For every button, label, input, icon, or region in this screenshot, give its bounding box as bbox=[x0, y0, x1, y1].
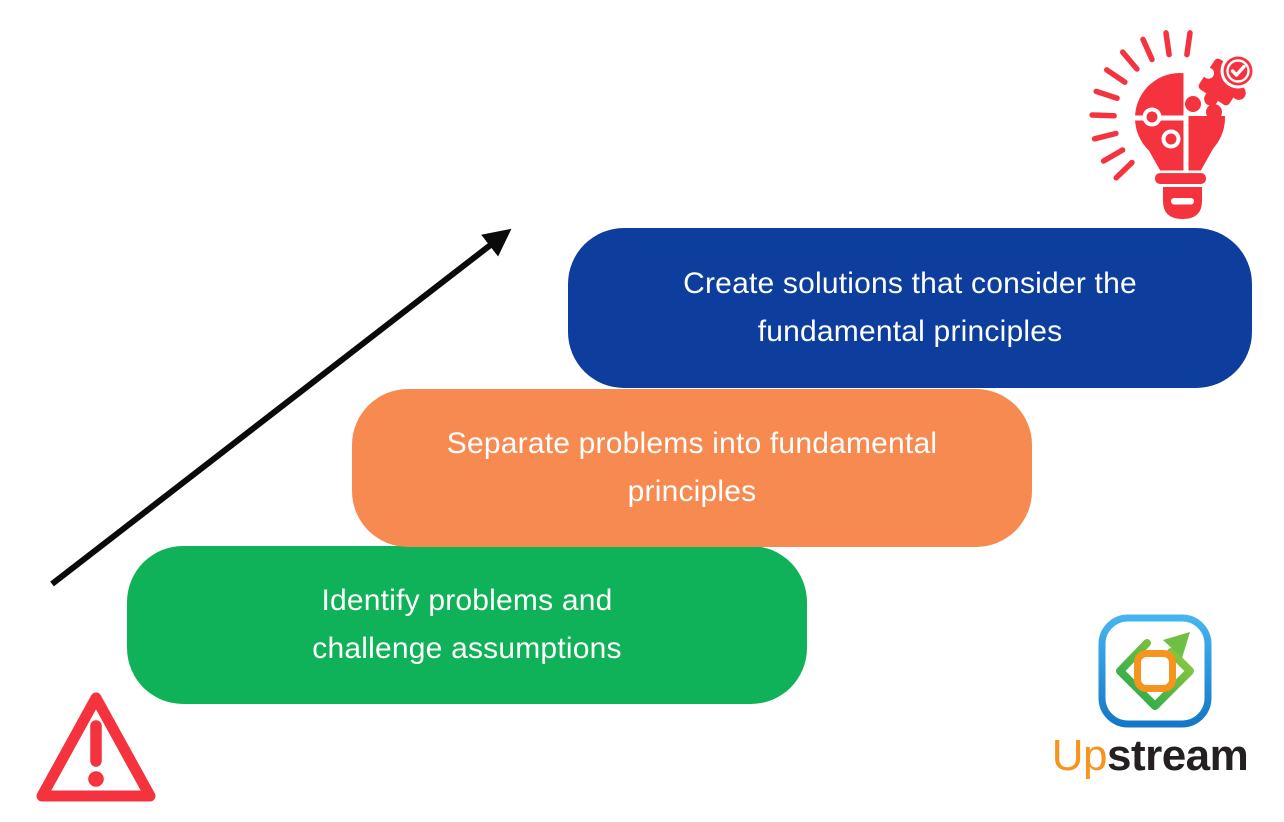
step-box-separate: Separate problems into fundamental princ… bbox=[352, 389, 1032, 547]
step-identify-line1: Identify problems and bbox=[321, 584, 613, 617]
upstream-wordmark-stream: stream bbox=[1106, 731, 1249, 780]
step-create-line2: fundamental principles bbox=[757, 315, 1063, 348]
step-identify-line2: challenge assumptions bbox=[312, 632, 622, 665]
step-create-line1: Create solutions that consider the bbox=[683, 267, 1137, 300]
upstream-wordmark-up: Up bbox=[1051, 731, 1108, 780]
step-box-identify: Identify problems and challenge assumpti… bbox=[127, 546, 807, 704]
check-badge-icon bbox=[1220, 53, 1256, 89]
step-separate-line1: Separate problems into fundamental bbox=[446, 427, 938, 460]
step-box-create: Create solutions that consider the funda… bbox=[568, 228, 1252, 388]
upstream-wordmark: Upstream bbox=[1022, 731, 1278, 781]
step-separate-line2: principles bbox=[627, 475, 757, 508]
